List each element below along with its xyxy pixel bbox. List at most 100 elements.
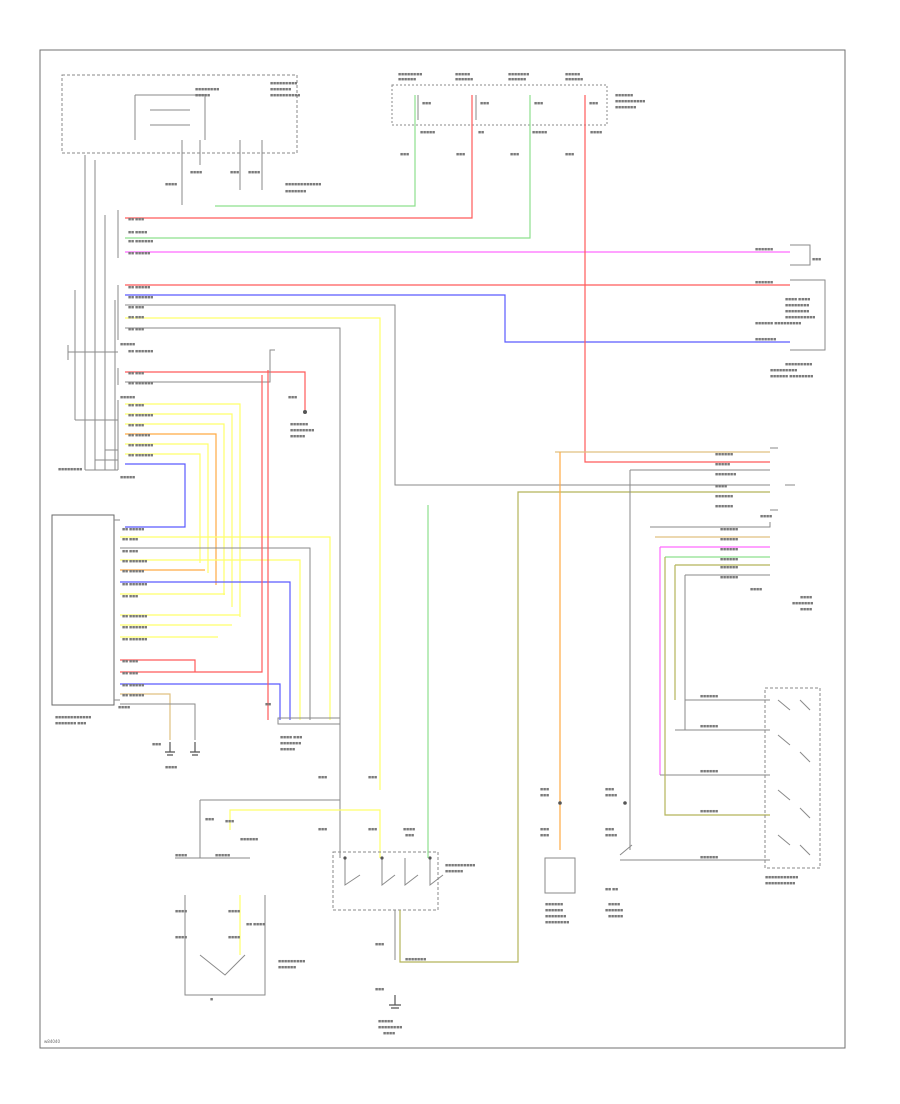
svg-text:■■ ■■■■■■: ■■ ■■■■■■ [128,381,153,385]
shift-lock-relay-contact [619,844,640,861]
svg-text:■■■■■■: ■■■■■■ [715,504,733,508]
svg-text:■■■■■■■: ■■■■■■■ [270,87,291,91]
svg-text:■■■: ■■■ [565,152,574,156]
svg-text:■■■■: ■■■■ [800,607,812,611]
pn-contact-2 [380,856,384,860]
svg-text:■■■: ■■■ [318,775,327,779]
svg-text:■■■■: ■■■■ [605,793,617,797]
wire-yellow-3 [125,413,233,607]
svg-text:■■■: ■■■ [405,833,414,837]
svg-text:■■■■: ■■■■ [760,514,772,518]
svg-text:■■ ■■■■■■: ■■ ■■■■■■ [128,413,153,417]
shift-lock-relay: ■■■ ■■■■ ■■■ ■■■■ ■■ ■■ ■■■■ ■■■■■■ ■■■■… [605,787,640,918]
tcu-pin-header [114,519,120,701]
c2-fanout: ■■ ■■■ ■■ ■■■■■■ ■■ ■■■ ■■ ■■■■■ ■■ ■■■■… [125,349,314,617]
main-wire-bundle [125,95,790,800]
svg-text:■■■■■■■: ■■■■■■■ [508,72,529,76]
svg-text:■■■■■■■■: ■■■■■■■■ [398,72,422,76]
svg-text:■■ ■■■■■■: ■■ ■■■■■■ [122,582,147,586]
svg-text:■■: ■■ [478,130,484,134]
svg-text:■■■■■■■■■■: ■■■■■■■■■■ [765,881,795,885]
relay-terminal-1 [623,801,627,805]
tcu-wire-blue-b [120,683,281,720]
svg-text:■■■■: ■■■■ [165,182,177,186]
tcu-wire-yellow-a [120,536,331,720]
ground-symbol-center [389,995,401,1009]
svg-text:■■■■■■■: ■■■■■■■ [280,741,301,745]
svg-text:■■■: ■■■ [812,257,821,261]
wire-gray-3 [125,349,275,383]
svg-text:■■■: ■■■ [205,817,214,821]
svg-text:■■■: ■■■ [534,101,543,105]
selector-lever-contacts [777,699,811,856]
wire-olive-3 [664,557,770,816]
relay-feed-lines [181,140,263,165]
svg-text:■■■■■■■: ■■■■■■■ [792,601,813,605]
wire-gray-7 [684,574,770,730]
svg-text:■■■: ■■■ [540,793,549,797]
speed-sensor-box [277,717,341,725]
svg-text:■■ ■■■: ■■ ■■■ [128,217,144,221]
svg-text:■■ ■■■■■■: ■■ ■■■■■■ [122,559,147,563]
ground-symbol-g1 [165,742,175,756]
tcu-wire-blue [120,581,291,720]
svg-text:■■■■■■ ■■■■■■■■■: ■■■■■■ ■■■■■■■■■ [755,321,801,325]
svg-text:■■ ■■■■■: ■■ ■■■■■ [128,433,150,437]
fuse-symbols [417,95,586,120]
svg-text:■■■■■: ■■■■■ [420,130,435,134]
svg-text:■■■■: ■■■■ [248,170,260,174]
svg-text:■■■■: ■■■■ [228,909,240,913]
svg-text:■■■: ■■■ [225,819,234,823]
svg-text:■■ ■■■■■■: ■■ ■■■■■■ [122,614,147,618]
svg-text:■■■■■■: ■■■■■■ [565,77,583,81]
svg-text:■■■■: ■■■■ [190,170,202,174]
top-left-relay-group: ■■■■■■■■ ■■■■■ ■■■■■■■■■ ■■■■■■■ ■■■■■■■… [61,74,321,205]
wire-magenta-2 [659,546,770,775]
svg-text:■■■■■: ■■■■■ [715,462,730,466]
svg-text:■■■■■■: ■■■■■■ [720,527,738,531]
svg-text:■■ ■■■■■■: ■■ ■■■■■■ [128,453,153,457]
svg-text:■■■■■■■■■: ■■■■■■■■■ [270,81,297,85]
svg-text:■■ ■■■■■■: ■■ ■■■■■■ [122,625,147,629]
svg-text:■■■■■■: ■■■■■■ [445,869,463,873]
right-lower-area: ■■■■■■ ■■■■■ ■■■■■■■ ■■■■ ■■■■■■ ■■■■■■ … [555,447,821,885]
svg-text:■■ ■■■: ■■ ■■■ [128,327,144,331]
svg-text:■■ ■■■: ■■ ■■■ [122,537,138,541]
stack-horizontal-stubs [68,351,118,471]
svg-text:■■■■■■■■■■: ■■■■■■■■■■ [785,315,815,319]
svg-text:■■■: ■■■ [375,942,384,946]
shift-switch-area: ■■■ ■■■ ■■■ ■■■ ■■■ ■■■ ■■■■■■ ■■■■ ■■■■… [175,491,770,1035]
tcu-wire-tan [120,693,171,740]
shift-lock-solenoid: ■■■ ■■■ ■■■ ■■■ ■■■■■■ ■■■■■■ ■■■■■■■ ■■… [540,787,576,924]
svg-text:■■■■■■■■: ■■■■■■■■ [378,1025,402,1029]
overdrive-switch-frame [184,895,266,996]
svg-text:■■■: ■■■ [540,787,549,791]
svg-text:■■■: ■■■ [422,101,431,105]
svg-text:■■ ■■■: ■■ ■■■ [128,305,144,309]
svg-text:■■■■■■■■: ■■■■■■■■ [58,467,82,471]
transmission-control-unit: ■■■■■■■■■■■■ ■■■■■■■ ■■■ ■■■■ [51,514,130,725]
svg-text:■■ ■■■: ■■ ■■■ [122,659,138,663]
wire-yellow-6 [125,453,201,563]
fuse-panel: ■■■■■■■■ ■■■■■■ ■■■■■ ■■■■■■ ■■■■■■■ ■■■… [391,72,645,156]
svg-text:■■■■: ■■■■ [715,484,727,488]
svg-text:■■ ■■■: ■■ ■■■ [122,671,138,675]
svg-text:■■■■■: ■■■■■ [455,72,470,76]
svg-text:■■■■■■■: ■■■■■■■ [615,105,636,109]
svg-text:■■■: ■■■ [288,395,297,399]
svg-text:■■■■ ■■■: ■■■■ ■■■ [280,735,302,739]
svg-text:■■■■■■: ■■■■■■ [545,908,563,912]
svg-text:■■■: ■■■ [589,101,598,105]
svg-text:■■■■■■■■■■: ■■■■■■■■■■ [270,93,300,97]
svg-text:■■■■■■■: ■■■■■■■ [545,914,566,918]
svg-text:■■■■■■: ■■■■■■ [700,855,718,859]
tcu-grounds: ■■■ ■■■■ [152,742,200,769]
svg-text:■■■■■■: ■■■■■■ [715,452,733,456]
tcu-box [51,514,115,706]
svg-text:■■■■■■■■: ■■■■■■■■ [785,309,809,313]
svg-text:■■■: ■■■ [480,101,489,105]
wire-gray-2 [125,327,341,800]
svg-text:■■■: ■■■ [605,787,614,791]
right-connector-1 [790,244,811,266]
